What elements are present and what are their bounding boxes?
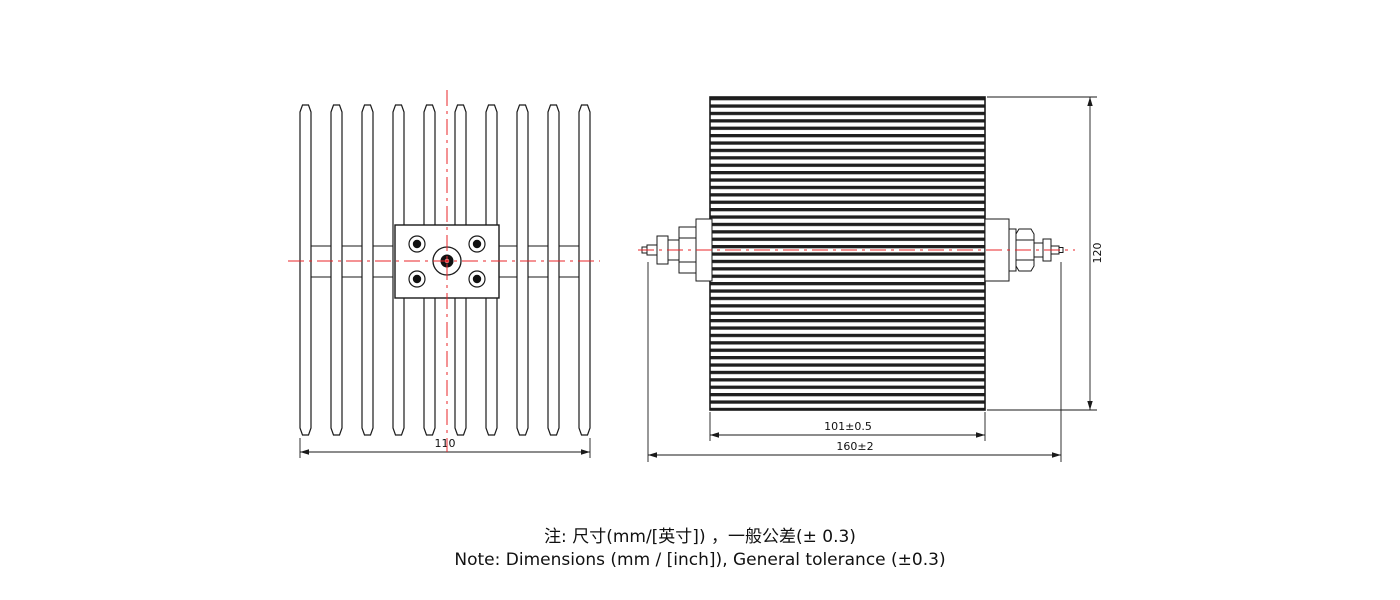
dim-front-width: 110: [299, 437, 591, 458]
note-line-en: Note: Dimensions (mm / [inch]), General …: [454, 550, 945, 570]
dim-side-body-width: 101±0.5: [709, 412, 986, 441]
dim-side-height: 120: [987, 96, 1104, 411]
side-view: [641, 96, 1064, 411]
centerlines: [288, 90, 1075, 452]
dim-side-overall-width: 160±2: [647, 262, 1062, 462]
flange-screws: [408, 235, 486, 288]
center-point: [445, 259, 449, 263]
dim-side-body-width-label: 101±0.5: [824, 420, 872, 433]
dim-front-width-label: 110: [435, 437, 456, 450]
side-view-finned-body: [709, 96, 986, 411]
front-view: [299, 104, 591, 436]
dim-side-height-label: 120: [1091, 243, 1104, 264]
notes-block: 注: 尺寸(mm/[英寸]) ，一般公差(± 0.3) Note: Dimens…: [454, 527, 945, 570]
note-line-zh: 注: 尺寸(mm/[英寸]) ，一般公差(± 0.3): [544, 527, 856, 547]
dim-side-overall-width-label: 160±2: [836, 440, 873, 453]
